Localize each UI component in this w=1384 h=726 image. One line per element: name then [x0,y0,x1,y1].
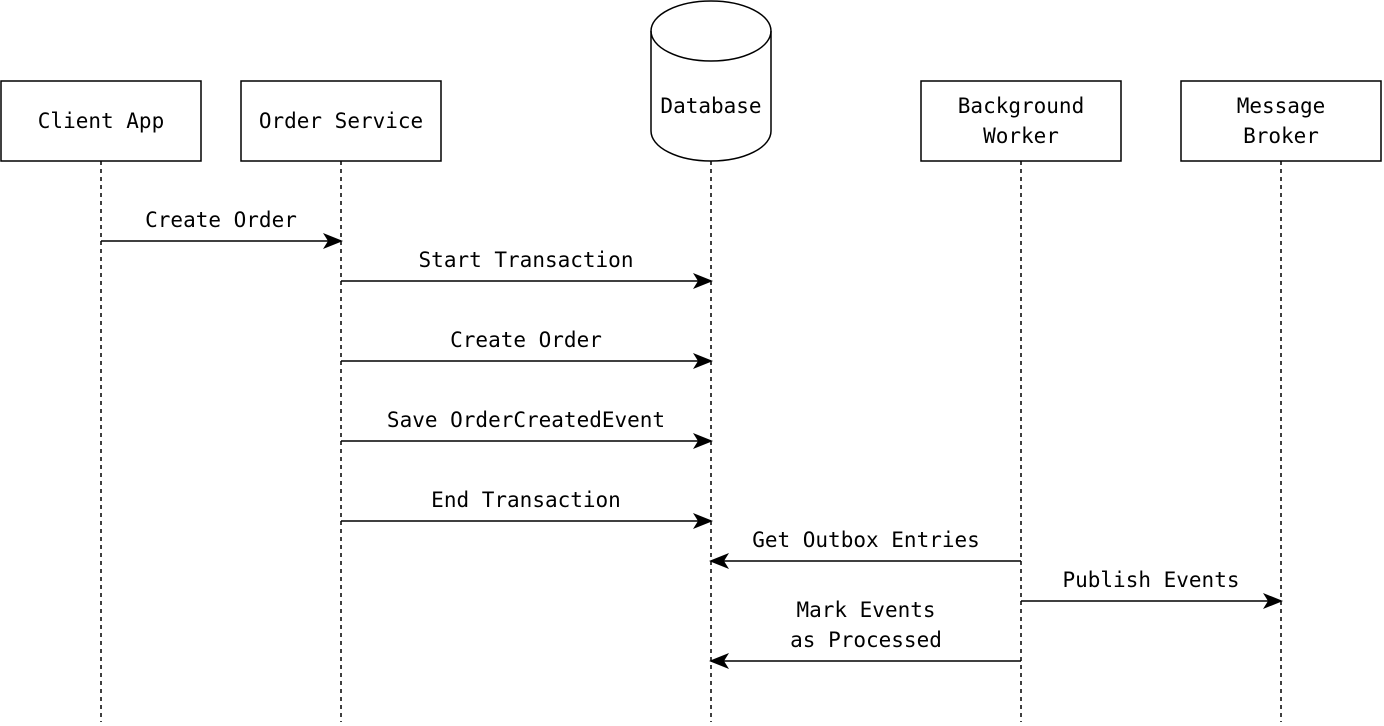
message-label-line: Create Order [450,328,602,352]
message-label: Create Order [450,328,602,352]
participant-box [1180,80,1382,162]
participant-client: Client App [0,80,202,162]
message-label: Publish Events [1062,568,1239,592]
participant-label-line: Broker [1243,124,1319,148]
message-label: Create Order [145,208,297,232]
message-label-line: Create Order [145,208,297,232]
message-label-line: Get Outbox Entries [752,528,980,552]
message-label-line: as Processed [790,628,942,652]
participant-label-line: Background [958,94,1084,118]
message-label: End Transaction [431,488,621,512]
participant-label-line: Order Service [259,109,423,133]
message-6: Get Outbox Entries [709,528,1021,569]
participant-label-line: Client App [38,109,164,133]
participant-label: Client App [38,109,164,133]
participant-box [920,80,1122,162]
message-label-line: End Transaction [431,488,621,512]
database-cylinder-shape [650,0,772,162]
message-label-line: Mark Events [796,598,935,622]
message-label: Mark Events as Processed [790,598,942,652]
message-label: Get Outbox Entries [752,528,980,552]
message-label-line: Start Transaction [419,248,634,272]
message-label: Save OrderCreatedEvent [387,408,665,432]
message-5: End Transaction [341,488,713,529]
participant-label: Order Service [259,109,423,133]
database-cylinder-rim [650,30,772,62]
message-8: Mark Events as Processed [709,598,1021,669]
participant-box [0,80,202,162]
message-label: Start Transaction [419,248,634,272]
message-label-line: Publish Events [1062,568,1239,592]
participant-label-line: Database [660,94,761,118]
participant-db: Database [650,0,772,162]
message-3: Create Order [341,328,713,369]
message-label-line: Save OrderCreatedEvent [387,408,665,432]
message-7: Publish Events [1021,568,1283,609]
participant-label-line: Worker [983,124,1059,148]
participant-box [240,80,442,162]
participant-order: Order Service [240,80,442,162]
message-1: Create Order [101,208,343,249]
participant-label: Database [660,94,761,118]
participant-label-line: Message [1237,94,1326,118]
message-4: Save OrderCreatedEvent [341,408,713,449]
message-2: Start Transaction [341,248,713,289]
